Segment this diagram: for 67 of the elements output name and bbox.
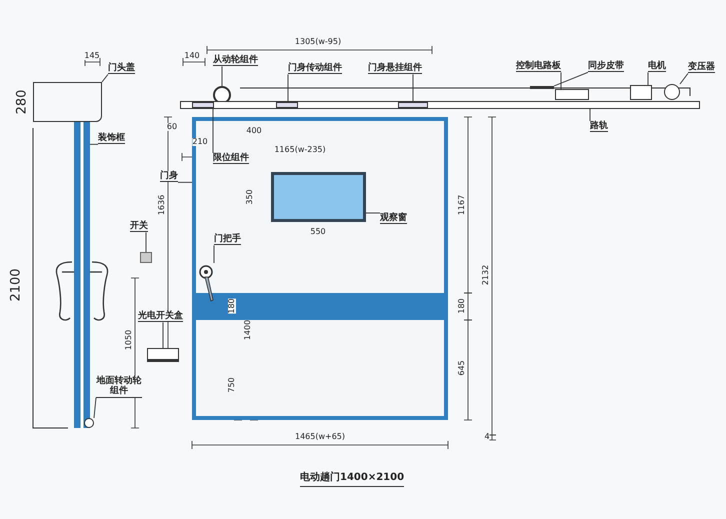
callout-label: 门头盖 bbox=[108, 63, 135, 74]
dimension-label: 550 bbox=[310, 228, 326, 236]
floor-wheel bbox=[84, 418, 94, 428]
door-panel bbox=[192, 117, 448, 420]
dimension-label: 180 bbox=[458, 298, 466, 314]
dimension-label: 1305(w-95) bbox=[294, 38, 342, 46]
photoelectric-switch-box bbox=[147, 348, 179, 362]
callout-label: 开关 bbox=[130, 221, 148, 232]
dimension-label: 1636 bbox=[158, 194, 166, 216]
dimension-label: 2100 bbox=[10, 268, 22, 302]
dimension-label: 645 bbox=[458, 360, 466, 376]
callout-label: 变压器 bbox=[688, 62, 715, 74]
leader-line bbox=[162, 322, 164, 348]
decorative-frame bbox=[74, 122, 90, 428]
dimension-label: 1165(w-235) bbox=[274, 146, 326, 154]
leader-line bbox=[554, 72, 588, 86]
motor bbox=[630, 85, 652, 100]
dimension-label: 1050 bbox=[125, 330, 133, 350]
dimension-label: 1400 bbox=[244, 320, 252, 340]
dimension-label: 210 bbox=[192, 138, 208, 146]
door-head-cover bbox=[33, 82, 102, 122]
leader-line bbox=[412, 74, 414, 102]
transformer bbox=[664, 84, 680, 100]
callout-label: 门身传动组件 bbox=[288, 63, 342, 74]
callout-label: 门把手 bbox=[214, 234, 241, 246]
dimension-label: 145 bbox=[84, 52, 100, 60]
dimension-label: 350 bbox=[246, 189, 254, 205]
dimension-label: 280 bbox=[16, 90, 28, 114]
dimension-label: 400 bbox=[246, 127, 262, 135]
limit-bracket bbox=[192, 102, 214, 108]
leader-line bbox=[366, 212, 380, 214]
dimension-label: 180 bbox=[228, 298, 236, 314]
hanger-bracket bbox=[398, 102, 428, 108]
dimension-label: 750 bbox=[228, 377, 236, 393]
callout-label: 门身悬挂组件 bbox=[368, 63, 422, 74]
dimension-label: 1167 bbox=[458, 194, 466, 216]
callout-label: 从动轮组件 bbox=[213, 55, 258, 66]
dimension-label: 60 bbox=[166, 123, 178, 131]
dimension-label: 2132 bbox=[482, 264, 490, 286]
leader-line bbox=[102, 74, 108, 82]
callout-label: 限位组件 bbox=[213, 153, 249, 164]
switch bbox=[140, 252, 152, 263]
callout-label: 光电开关盒 bbox=[138, 311, 183, 322]
callout-label: 门身 bbox=[160, 171, 178, 182]
callout-label: 装饰框 bbox=[98, 133, 125, 144]
door-handle bbox=[197, 263, 215, 303]
timing-belt bbox=[530, 86, 554, 89]
dimension-label: 140 bbox=[184, 52, 200, 60]
leader-line bbox=[212, 108, 214, 154]
guide-rail bbox=[180, 101, 700, 109]
caption: 电动趟门1400×2100 bbox=[300, 472, 404, 486]
circuit-board bbox=[555, 89, 589, 100]
dimension-label: 1465(w+65) bbox=[294, 433, 346, 441]
leader-line bbox=[178, 182, 192, 183]
dimension-label: 4 bbox=[484, 433, 490, 441]
drive-bracket bbox=[276, 102, 298, 108]
leader-line bbox=[560, 72, 562, 90]
leader-line bbox=[90, 144, 98, 145]
leader-line bbox=[94, 397, 96, 418]
callout-label: 地面转动轮组件 bbox=[96, 376, 142, 398]
callout-label: 观察窗 bbox=[380, 213, 407, 224]
callout-label: 电机 bbox=[648, 61, 666, 72]
observation-window bbox=[271, 172, 366, 222]
callout-label: 同步皮带 bbox=[588, 61, 624, 72]
leader-line bbox=[680, 72, 688, 84]
callout-label: 路轨 bbox=[590, 121, 608, 132]
callout-label: 控制电路板 bbox=[516, 61, 561, 72]
